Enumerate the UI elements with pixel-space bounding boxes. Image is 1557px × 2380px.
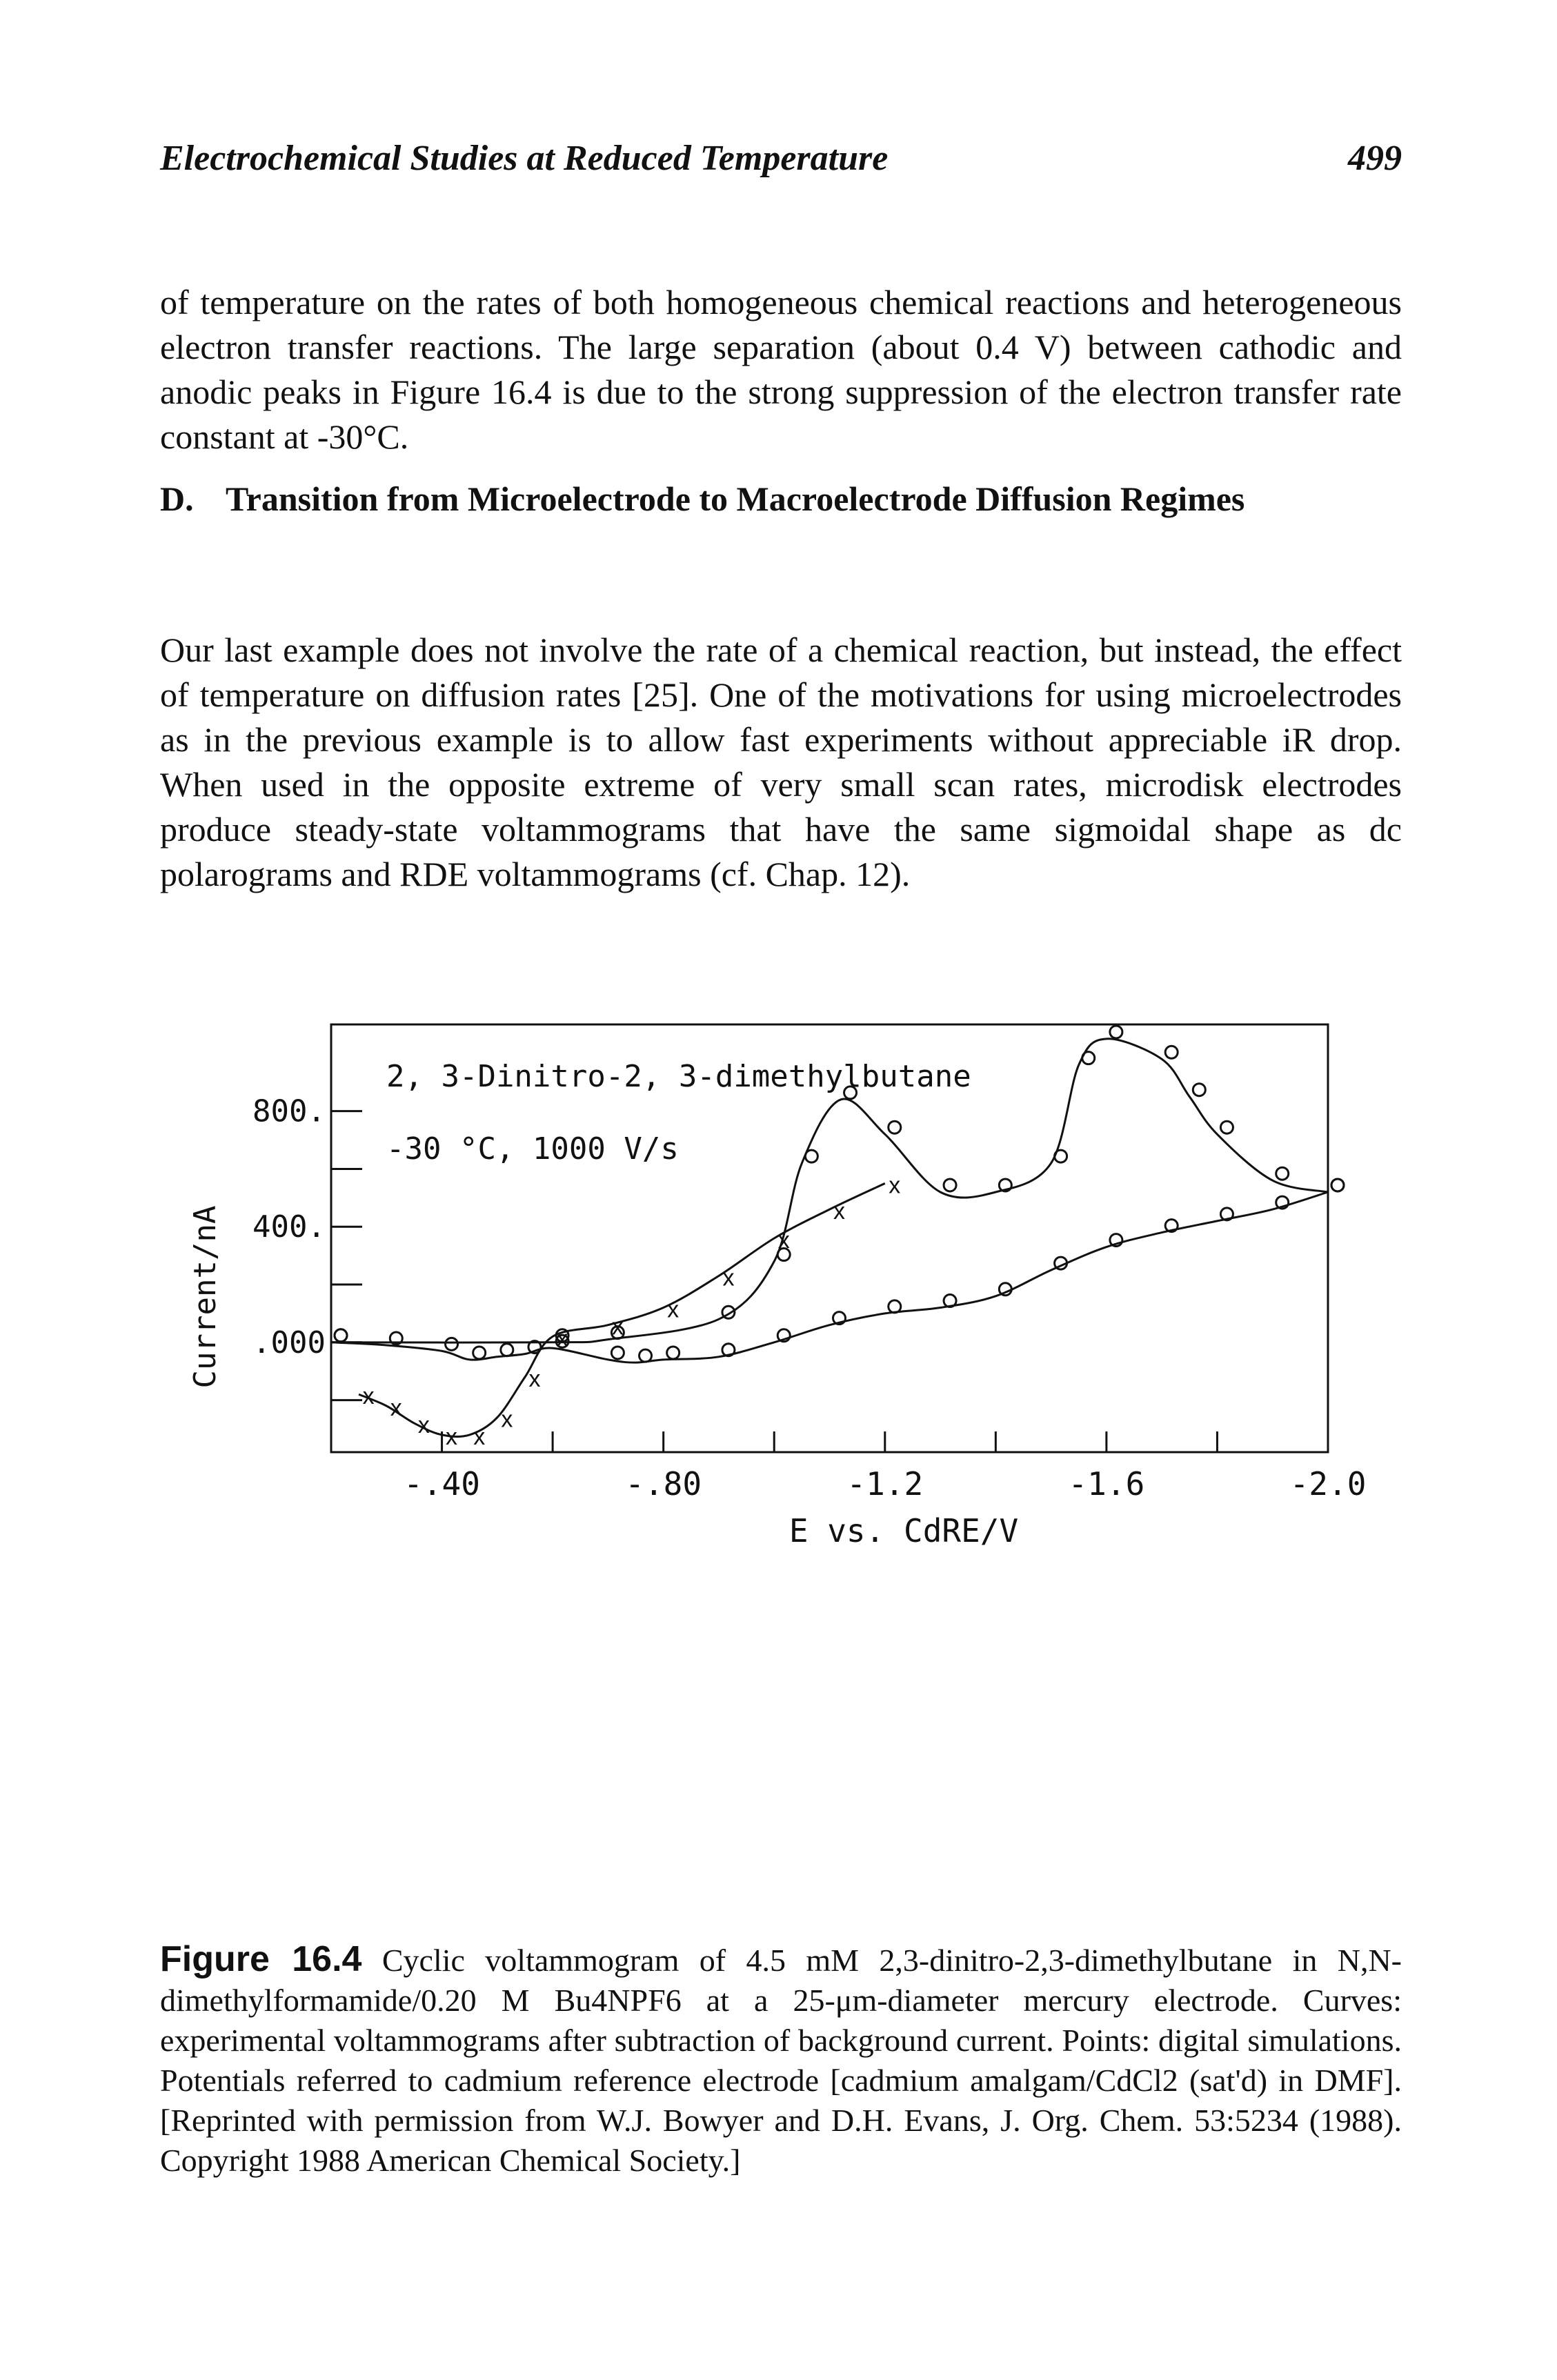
cross-marker: x (612, 1314, 624, 1340)
circle-marker (472, 1345, 487, 1360)
circle-marker (499, 1342, 515, 1358)
cross-marker: x (557, 1325, 568, 1351)
circle-marker (555, 1333, 570, 1349)
running-title: Electrochemical Studies at Reduced Tempe… (160, 139, 889, 178)
circle-marker (776, 1328, 791, 1343)
circle-marker (942, 1178, 958, 1193)
cross-marker: x (473, 1424, 485, 1450)
circle-marker (804, 1149, 819, 1164)
y-axis: .000 400. 800. (252, 1094, 362, 1402)
y-tick-label: 400. (252, 1209, 326, 1244)
inset-conditions-label: -30 °C, 1000 V/s (386, 1131, 679, 1167)
x-tick-label: -1.6 (1068, 1465, 1144, 1503)
circle-marker (1219, 1120, 1234, 1135)
figure-caption: Figure 16.4 Cyclic voltammogram of 4.5 m… (160, 1939, 1402, 2181)
cross-marker: x (722, 1265, 734, 1291)
circle-marker (1191, 1082, 1207, 1098)
circle-marker (1275, 1166, 1290, 1181)
circle-marker (887, 1299, 902, 1314)
x-tick-label: -.40 (404, 1465, 480, 1503)
series-line-3 (358, 1182, 886, 1438)
circle-marker (942, 1293, 958, 1309)
circle-marker (887, 1120, 902, 1135)
x-tick-label: -.80 (625, 1465, 702, 1503)
circle-marker (1109, 1024, 1124, 1040)
y-axis-label: Current/nA (188, 1206, 223, 1389)
caption-label: Figure 16.4 (160, 1939, 362, 1979)
cross-marker: x (833, 1198, 845, 1224)
section-title: Transition from Microelectrode to Macroe… (226, 479, 1245, 518)
circle-marker (555, 1328, 570, 1343)
circle-marker (843, 1085, 858, 1100)
cross-marker: x (889, 1172, 900, 1198)
circle-marker (1053, 1256, 1069, 1271)
series-line-2 (330, 1191, 1329, 1364)
circle-marker (1164, 1218, 1179, 1233)
circle-marker (721, 1342, 736, 1358)
circle-marker (776, 1247, 791, 1262)
circle-marker (610, 1325, 625, 1340)
circle-marker (1109, 1233, 1124, 1248)
inset-compound-label: 2, 3-Dinitro-2, 3-dimethylbutane (386, 1059, 971, 1094)
circle-marker (721, 1305, 736, 1320)
series-line-1 (330, 1038, 1329, 1344)
x-tick-label: -1.2 (846, 1465, 923, 1503)
cross-marker: x (363, 1383, 375, 1409)
circle-marker (444, 1336, 459, 1351)
circle-marker (1275, 1195, 1290, 1210)
page-number: 499 (1348, 139, 1402, 178)
caption-text: Cyclic voltammogram of 4.5 mM 2,3-dinitr… (160, 1943, 1402, 2178)
circle-marker (1330, 1178, 1345, 1193)
cross-marker: x (778, 1227, 790, 1253)
circle-marker (998, 1178, 1013, 1193)
curves (330, 1038, 1329, 1438)
circle-marker (998, 1282, 1013, 1297)
cross-marker: x (528, 1366, 540, 1392)
body-paragraph-1: of temperature on the rates of both homo… (160, 283, 1402, 456)
cross-marker: x (418, 1412, 430, 1438)
cross-marker: x (667, 1297, 679, 1323)
circle-marker (610, 1345, 625, 1360)
y-tick-label: 800. (252, 1094, 326, 1129)
circle-marker (333, 1328, 348, 1343)
circle-marker (832, 1311, 846, 1326)
section-letter: D. (160, 479, 194, 518)
x-axis: -.40 -.80 -1.2 -1.6 -2.0 (404, 1431, 1366, 1503)
circle-marker (638, 1348, 653, 1363)
circle-marker (666, 1345, 681, 1360)
y-tick-label: .000 (252, 1325, 326, 1360)
body-paragraph-2: Our last example does not involve the ra… (160, 631, 1402, 893)
circle-marker (1081, 1051, 1096, 1066)
x-axis-label: E vs. CdRE/V (789, 1512, 1018, 1549)
running-head: Electrochemical Studies at Reduced Tempe… (160, 138, 1402, 186)
cross-marker: x (501, 1407, 513, 1433)
circle-marker (1164, 1044, 1179, 1060)
cross-marker: x (390, 1395, 402, 1421)
circle-marker (1219, 1207, 1234, 1222)
cross-marker: x (446, 1424, 457, 1450)
circle-marker (388, 1331, 404, 1346)
circle-marker (527, 1340, 542, 1355)
x-tick-label: -2.0 (1290, 1465, 1367, 1503)
circle-marker (1053, 1149, 1069, 1164)
